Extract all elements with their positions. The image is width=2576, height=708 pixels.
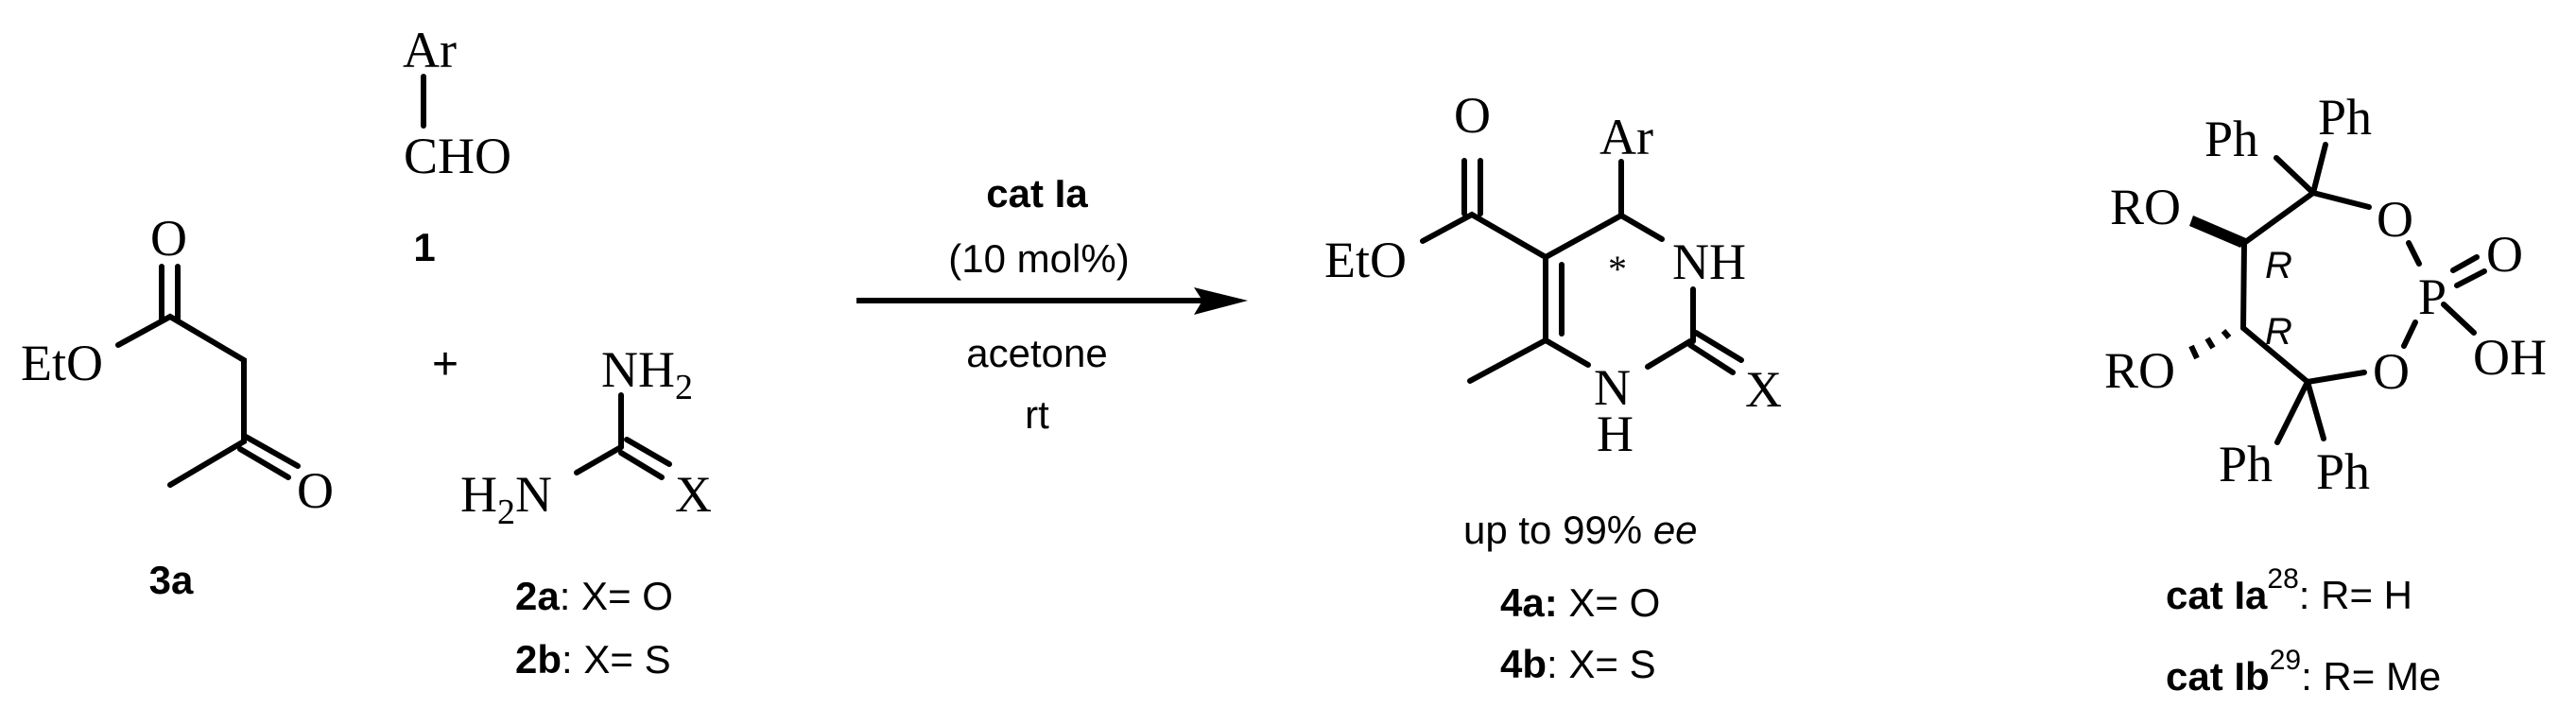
reaction-arrow-group: cat Ia (10 mol%) acetone rt bbox=[856, 171, 1248, 437]
wedge-bond bbox=[2189, 216, 2246, 248]
catalyst-label-ib: cat Ib29: R= Me bbox=[2166, 645, 2441, 699]
bond-c2x-a bbox=[1693, 330, 1744, 363]
atom-x: X bbox=[675, 466, 712, 523]
bond-c6-methyl bbox=[1467, 337, 1548, 384]
compound-label-2a: 2a: X= O bbox=[515, 574, 673, 618]
compound-label-4b: 4b: X= S bbox=[1500, 642, 1656, 686]
atom-ph-bottom-right: Ph bbox=[2316, 443, 2370, 500]
condition-temperature: rt bbox=[1025, 392, 1049, 437]
atom-nh2-top: NH2 bbox=[601, 341, 693, 407]
atom-h2n-left: H2N bbox=[460, 466, 552, 532]
atom-o-ketone: O bbox=[297, 462, 334, 519]
compound-label-4a: 4a: X= O bbox=[1500, 580, 1660, 625]
bond-p-oh bbox=[2441, 302, 2477, 336]
bond-p-oxo-b bbox=[2450, 254, 2480, 273]
atom-ph-top-right: Ph bbox=[2318, 89, 2372, 146]
hashed-bond bbox=[2188, 329, 2232, 360]
atom-o-ring-bottom: O bbox=[2373, 343, 2410, 400]
catalyst-structure: Ph Ph RO R R RO Ph Ph O P O OH bbox=[2104, 89, 2547, 699]
ee-label: up to 99% ee bbox=[1463, 508, 1698, 552]
reaction-arrow-head-icon bbox=[1194, 287, 1248, 315]
compound-label-1: 1 bbox=[413, 225, 435, 269]
atom-o-ester-carbonyl: O bbox=[150, 210, 187, 267]
compound-label-2b: 2b: X= S bbox=[515, 637, 671, 682]
atom-ph-top-left: Ph bbox=[2204, 111, 2258, 167]
bond-p-oxo-a bbox=[2454, 268, 2487, 288]
bond-ca-ph-left bbox=[2273, 155, 2316, 196]
atom-o-carbonyl: O bbox=[1454, 87, 1491, 144]
bond-c-h2n bbox=[574, 444, 624, 475]
bond-cd-ph-left bbox=[2274, 379, 2310, 445]
atom-x: X bbox=[1745, 361, 1782, 418]
stereo-label-bottom: R bbox=[2265, 311, 2292, 353]
atom-p: P bbox=[2418, 268, 2446, 325]
bond-cd-ph-right bbox=[2305, 379, 2326, 441]
atom-ar: Ar bbox=[1599, 109, 1653, 165]
atom-eto: EtO bbox=[21, 335, 103, 391]
bond-ketone-a bbox=[243, 434, 301, 469]
atom-ro-bottom: RO bbox=[2104, 342, 2175, 399]
atom-ph-bottom-left: Ph bbox=[2219, 436, 2273, 492]
bond-c6-n1 bbox=[1543, 337, 1591, 368]
atom-o-ring-top: O bbox=[2377, 191, 2413, 248]
aldehyde-1: Ar CHO 1 bbox=[403, 22, 511, 269]
bond-cd-o-bottom bbox=[2305, 370, 2367, 385]
bond-cx-b bbox=[618, 450, 665, 480]
atom-p-oxo: O bbox=[2486, 226, 2523, 283]
product-4: O EtO Ar NH * N H X up to 99% ee 4a: X= … bbox=[1324, 87, 1782, 686]
bond-c2x-b bbox=[1687, 342, 1736, 375]
atom-oh: OH bbox=[2473, 329, 2547, 386]
bond-ca-o-top bbox=[2310, 190, 2372, 210]
atom-ro-top: RO bbox=[2110, 179, 2181, 235]
bond-chain bbox=[115, 313, 247, 488]
bond-ca-ph-right bbox=[2310, 142, 2328, 196]
condition-solvent: acetone bbox=[966, 331, 1107, 375]
atom-h1: H bbox=[1597, 406, 1634, 462]
condition-catalyst: cat Ia bbox=[986, 171, 1088, 216]
atom-n1: N bbox=[1594, 359, 1631, 416]
plus-sign: + bbox=[432, 339, 458, 389]
catalyst-label-ia: cat Ia28: R= H bbox=[2166, 563, 2412, 617]
urea-2: NH2 H2N X 2a: X= O 2b: X= S bbox=[460, 341, 712, 682]
compound-label-3a: 3a bbox=[149, 558, 194, 602]
bond-n1-c2 bbox=[1645, 338, 1693, 370]
condition-loading: (10 mol%) bbox=[948, 236, 1129, 281]
bond-p-o-bottom bbox=[2401, 319, 2418, 349]
bond-ca-cb bbox=[2241, 190, 2316, 246]
atom-ar: Ar bbox=[403, 22, 457, 78]
bond-ketone-b bbox=[237, 446, 291, 480]
stereocenter-asterisk: * bbox=[1608, 248, 1627, 290]
atom-cho: CHO bbox=[404, 128, 511, 184]
atom-nh: NH bbox=[1672, 233, 1746, 290]
bond-cb-cc bbox=[2240, 240, 2247, 331]
stereo-label-top: R bbox=[2265, 245, 2292, 286]
bond-cc-cd bbox=[2240, 325, 2310, 385]
bond-o-p-top bbox=[2406, 240, 2422, 267]
ketoester-3a: O EtO O 3a bbox=[21, 210, 334, 602]
atom-eto: EtO bbox=[1324, 232, 1407, 288]
bond-cx-a bbox=[624, 437, 672, 467]
